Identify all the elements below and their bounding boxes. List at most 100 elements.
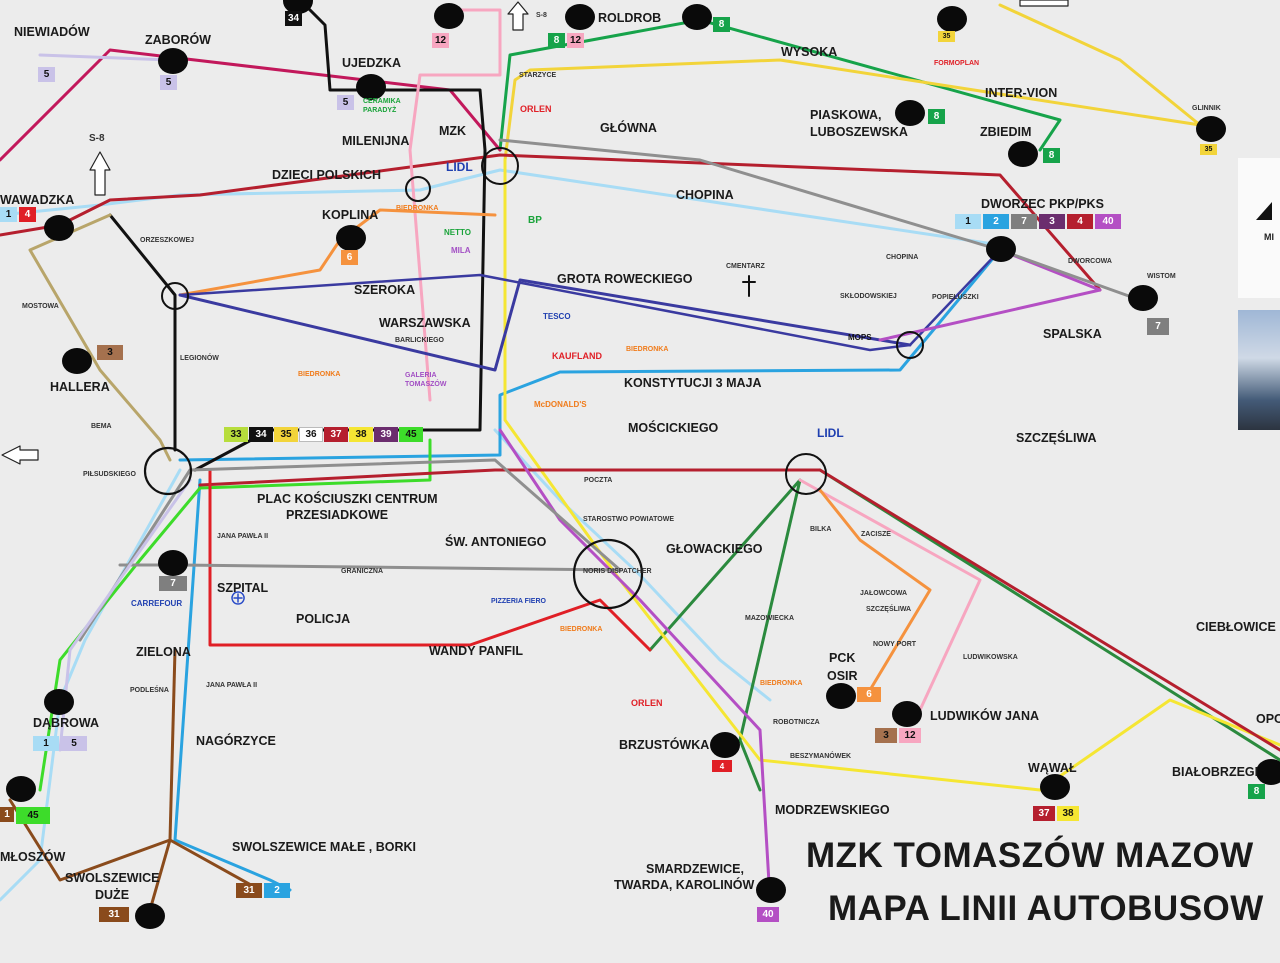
stop-smugowa[interactable] xyxy=(158,550,188,576)
line-badge[interactable]: 7 xyxy=(1011,214,1037,229)
stop-swol-duze[interactable] xyxy=(135,903,165,929)
line-badge[interactable]: 12 xyxy=(432,33,449,48)
line-badge[interactable]: 35 xyxy=(1200,144,1217,155)
stop-spalska[interactable] xyxy=(1128,285,1158,311)
hub-circle-lidl xyxy=(481,147,519,185)
line-badge[interactable]: 38 xyxy=(349,427,373,442)
street-label: PCK xyxy=(829,651,856,665)
route-31-n-line xyxy=(168,648,177,842)
line-badge[interactable]: 45 xyxy=(399,427,423,442)
stop-glinnik[interactable] xyxy=(1196,116,1226,142)
small-street-label: JAŁOWCOWA xyxy=(860,590,908,597)
street-label: GROTA ROWECKIEGO xyxy=(557,272,693,286)
stop-ujedzka[interactable] xyxy=(356,74,386,100)
stop-wawal[interactable] xyxy=(1040,774,1070,800)
line-badge[interactable]: 31 xyxy=(99,907,129,922)
line-badge[interactable]: 7 xyxy=(159,576,187,591)
line-badge[interactable]: 6 xyxy=(857,687,881,702)
badges-hallera: 3 xyxy=(97,345,123,360)
stop-bialobrzegi[interactable] xyxy=(1256,759,1280,785)
line-badge[interactable]: 4 xyxy=(19,207,36,222)
line-badge[interactable]: 1 xyxy=(0,207,17,222)
line-badge[interactable]: 4 xyxy=(712,760,732,772)
line-badge[interactable]: 38 xyxy=(1057,806,1079,821)
stop-piaskowa[interactable] xyxy=(895,100,925,126)
line-badge[interactable]: 1 xyxy=(0,807,14,822)
line-badge[interactable]: 4 xyxy=(1067,214,1093,229)
side-panel: MI xyxy=(1238,158,1280,298)
line-badge[interactable]: 8 xyxy=(713,17,730,32)
line-badge[interactable]: 37 xyxy=(1033,806,1055,821)
line-badge[interactable]: 34 xyxy=(249,427,273,442)
route-8-line xyxy=(498,18,1062,152)
line-badge[interactable]: 8 xyxy=(548,33,565,48)
stop-koplina[interactable] xyxy=(336,225,366,251)
poi-tesco: TESCO xyxy=(543,312,571,321)
line-badge[interactable]: 33 xyxy=(224,427,248,442)
route-1-line xyxy=(0,168,1002,247)
small-street-label: MAZOWIECKA xyxy=(745,615,794,622)
line-badge[interactable]: 40 xyxy=(1095,214,1121,229)
line-badge[interactable]: 40 xyxy=(757,907,779,922)
line-badge[interactable]: 6 xyxy=(341,250,358,265)
poi-mila: MILA xyxy=(451,246,471,255)
stop-zaborow[interactable] xyxy=(158,48,188,74)
street-label: ZBIEDIM xyxy=(980,125,1032,139)
line-badge[interactable]: 35 xyxy=(274,427,298,442)
line-badge[interactable]: 8 xyxy=(928,109,945,124)
stop-wawadzka[interactable] xyxy=(44,215,74,241)
line-badge[interactable]: 5 xyxy=(61,736,87,751)
line-badge[interactable]: 8 xyxy=(1248,784,1265,799)
hub-circle-moscickiego xyxy=(785,453,827,495)
line-badge[interactable]: 5 xyxy=(160,75,177,90)
stop-left-bottom[interactable] xyxy=(6,776,36,802)
route-4-line xyxy=(0,153,1102,292)
line-badge[interactable]: 2 xyxy=(264,883,290,898)
badges-bialobrzegi: 8 xyxy=(1248,784,1265,799)
line-badge[interactable]: 35 xyxy=(938,31,955,42)
stop-top-34[interactable] xyxy=(283,0,313,14)
hub-circle-plac xyxy=(143,446,193,496)
badges-spalska: 7 xyxy=(1147,318,1169,335)
line-badge[interactable]: 36 xyxy=(299,427,323,442)
line-badge[interactable]: 39 xyxy=(374,427,398,442)
street-label: DUŻE xyxy=(95,888,130,902)
line-badge[interactable]: 3 xyxy=(97,345,123,360)
stop-ludwikow[interactable] xyxy=(892,701,922,727)
line-badge[interactable]: 12 xyxy=(899,728,921,743)
line-badge[interactable]: 3 xyxy=(1039,214,1065,229)
badges-osir: 6 xyxy=(857,687,881,702)
poi-mops: MOPS xyxy=(848,333,872,342)
stop-dworzec[interactable] xyxy=(986,236,1016,262)
stop-hallera[interactable] xyxy=(62,348,92,374)
line-badge[interactable]: 12 xyxy=(567,33,584,48)
stop-top-8[interactable] xyxy=(682,4,712,30)
poi-lidl: LIDL xyxy=(817,426,844,440)
stop-top-12[interactable] xyxy=(434,3,464,29)
line-badge[interactable]: 1 xyxy=(955,214,981,229)
line-badge[interactable]: 1 xyxy=(33,736,59,751)
small-street-label: FORMOPLAN xyxy=(934,60,980,67)
stop-top-35[interactable] xyxy=(937,6,967,32)
stop-zbiedim[interactable] xyxy=(1008,141,1038,167)
line-badge[interactable]: 37 xyxy=(324,427,348,442)
stop-smardz[interactable] xyxy=(756,877,786,903)
line-badge[interactable]: 7 xyxy=(1147,318,1169,335)
line-badge[interactable]: 2 xyxy=(983,214,1009,229)
line-badge[interactable]: 45 xyxy=(16,807,50,824)
route-6-line xyxy=(178,208,497,297)
street-label: MŁOSZÓW xyxy=(0,850,66,864)
line-badge[interactable]: 34 xyxy=(285,11,302,26)
stop-brzustowka[interactable] xyxy=(710,732,740,758)
line-badge[interactable]: 5 xyxy=(337,95,354,110)
line-badge[interactable]: 31 xyxy=(236,883,262,898)
line-badge[interactable]: 3 xyxy=(875,728,897,743)
line-badge[interactable]: 8 xyxy=(1043,148,1060,163)
line-badge[interactable]: 5 xyxy=(38,67,55,82)
stop-roldrob[interactable] xyxy=(565,4,595,30)
stop-dabrowa[interactable] xyxy=(44,689,74,715)
stop-osir[interactable] xyxy=(826,683,856,709)
route-5-line xyxy=(38,53,172,62)
